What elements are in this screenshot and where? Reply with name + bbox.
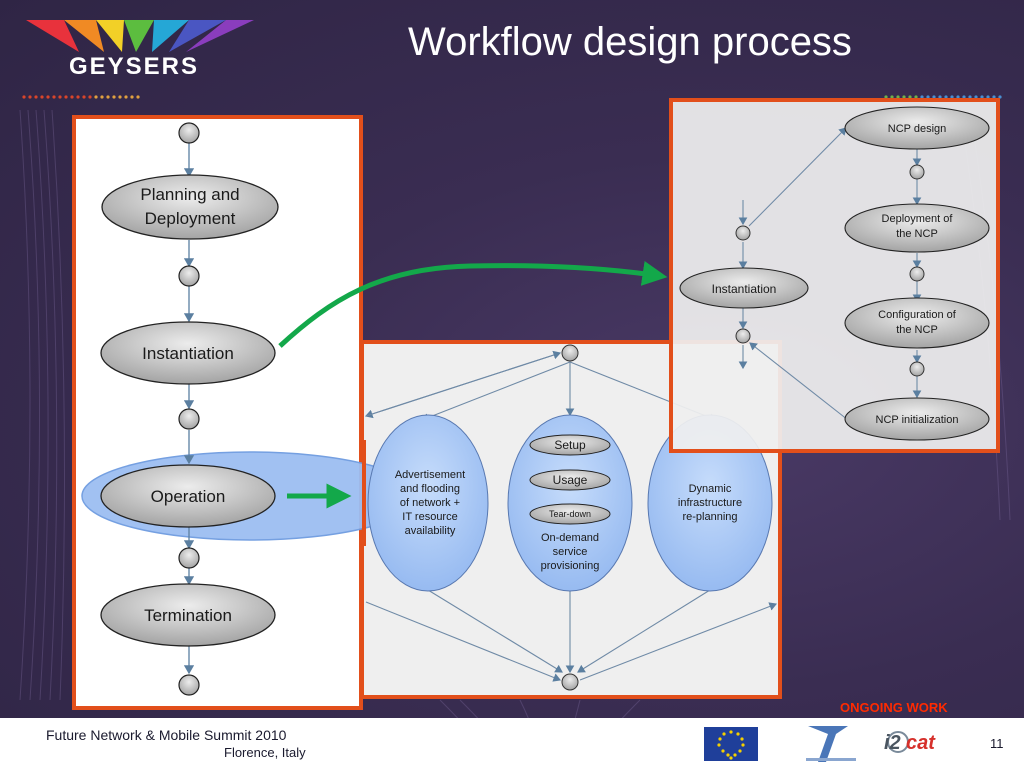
eu-flag-icon — [704, 727, 758, 761]
provisioning-node — [507, 414, 633, 592]
ncp-deployment-line1: Deployment of — [882, 213, 954, 225]
operation-start-node — [561, 344, 579, 362]
footer-location: Florence, Italy — [224, 745, 306, 760]
provisioning-line1: On-demand — [541, 532, 599, 544]
ncp-initialization-node — [844, 397, 990, 441]
usage-node — [529, 469, 611, 491]
usage-label: Usage — [553, 473, 588, 487]
transition-node — [178, 408, 200, 430]
state-operation — [100, 464, 276, 528]
replanning-line2: infrastructure — [678, 497, 742, 509]
i2cat-logo: i2 cat — [884, 731, 936, 754]
end-node — [178, 674, 200, 696]
ncp-transition-node — [909, 266, 925, 282]
replanning-line3: re-planning — [682, 511, 737, 523]
slide-title: Workflow design process — [408, 20, 852, 64]
provisioning-line2: service — [553, 546, 588, 558]
inst-instantiation-label: Instantiation — [712, 282, 777, 296]
ncp-deployment-node — [844, 203, 990, 253]
fp7-icon — [806, 726, 856, 762]
advertisement-line3: of network + — [400, 497, 460, 509]
ncp-deployment-line2: the NCP — [896, 228, 938, 240]
ncp-configuration-line2: the NCP — [896, 324, 938, 336]
operation-label: Operation — [151, 487, 226, 506]
operation-end-node — [561, 673, 579, 691]
inst-instantiation-node — [679, 267, 809, 309]
advertisement-line4: IT resource — [402, 511, 457, 523]
instantiation-panel — [669, 98, 1000, 453]
planning-label: Planning and — [140, 185, 239, 204]
ncp-configuration-node — [844, 297, 990, 349]
planning-label-line2: Deployment — [145, 209, 236, 228]
ncp-design-label: NCP design — [888, 123, 947, 135]
ncp-initialization-label: NCP initialization — [876, 414, 959, 426]
instantiation-label: Instantiation — [142, 344, 234, 363]
state-termination — [100, 583, 276, 647]
termination-label: Termination — [144, 606, 232, 625]
teardown-node — [529, 503, 611, 525]
advertisement-node — [367, 414, 489, 592]
geysers-logo: GEYSERS — [26, 20, 254, 80]
footer-event: Future Network & Mobile Summit 2010 — [46, 727, 287, 743]
page-number: 11 — [990, 736, 1004, 751]
logo-text: GEYSERS — [69, 53, 199, 80]
setup-label: Setup — [554, 438, 586, 452]
state-planning — [101, 174, 279, 240]
zoom-arrow-instantiation — [278, 261, 668, 348]
svg-text:cat: cat — [906, 732, 936, 754]
inst-start-node — [735, 225, 751, 241]
ncp-configuration-line1: Configuration of — [878, 309, 957, 321]
transition-node — [178, 265, 200, 287]
status-label: ONGOING WORK — [840, 700, 948, 715]
ncp-design-node — [844, 106, 990, 150]
footer-logos: i2 cat — [704, 726, 936, 762]
setup-node — [529, 434, 611, 456]
operation-panel-left-edge — [362, 440, 366, 546]
provisioning-line3: provisioning — [541, 560, 600, 572]
svg-text:i2: i2 — [884, 732, 901, 754]
advertisement-line2: and flooding — [400, 483, 460, 495]
replanning-line1: Dynamic — [689, 483, 732, 495]
inst-end-node — [735, 328, 751, 344]
teardown-label: Tear-down — [549, 509, 591, 519]
ncp-transition-node — [909, 361, 925, 377]
ncp-transition-node — [909, 164, 925, 180]
state-instantiation — [100, 321, 276, 385]
advertisement-line1: Advertisement — [395, 469, 465, 481]
transition-node — [178, 547, 200, 569]
start-node — [178, 122, 200, 144]
advertisement-line5: availability — [405, 525, 456, 537]
